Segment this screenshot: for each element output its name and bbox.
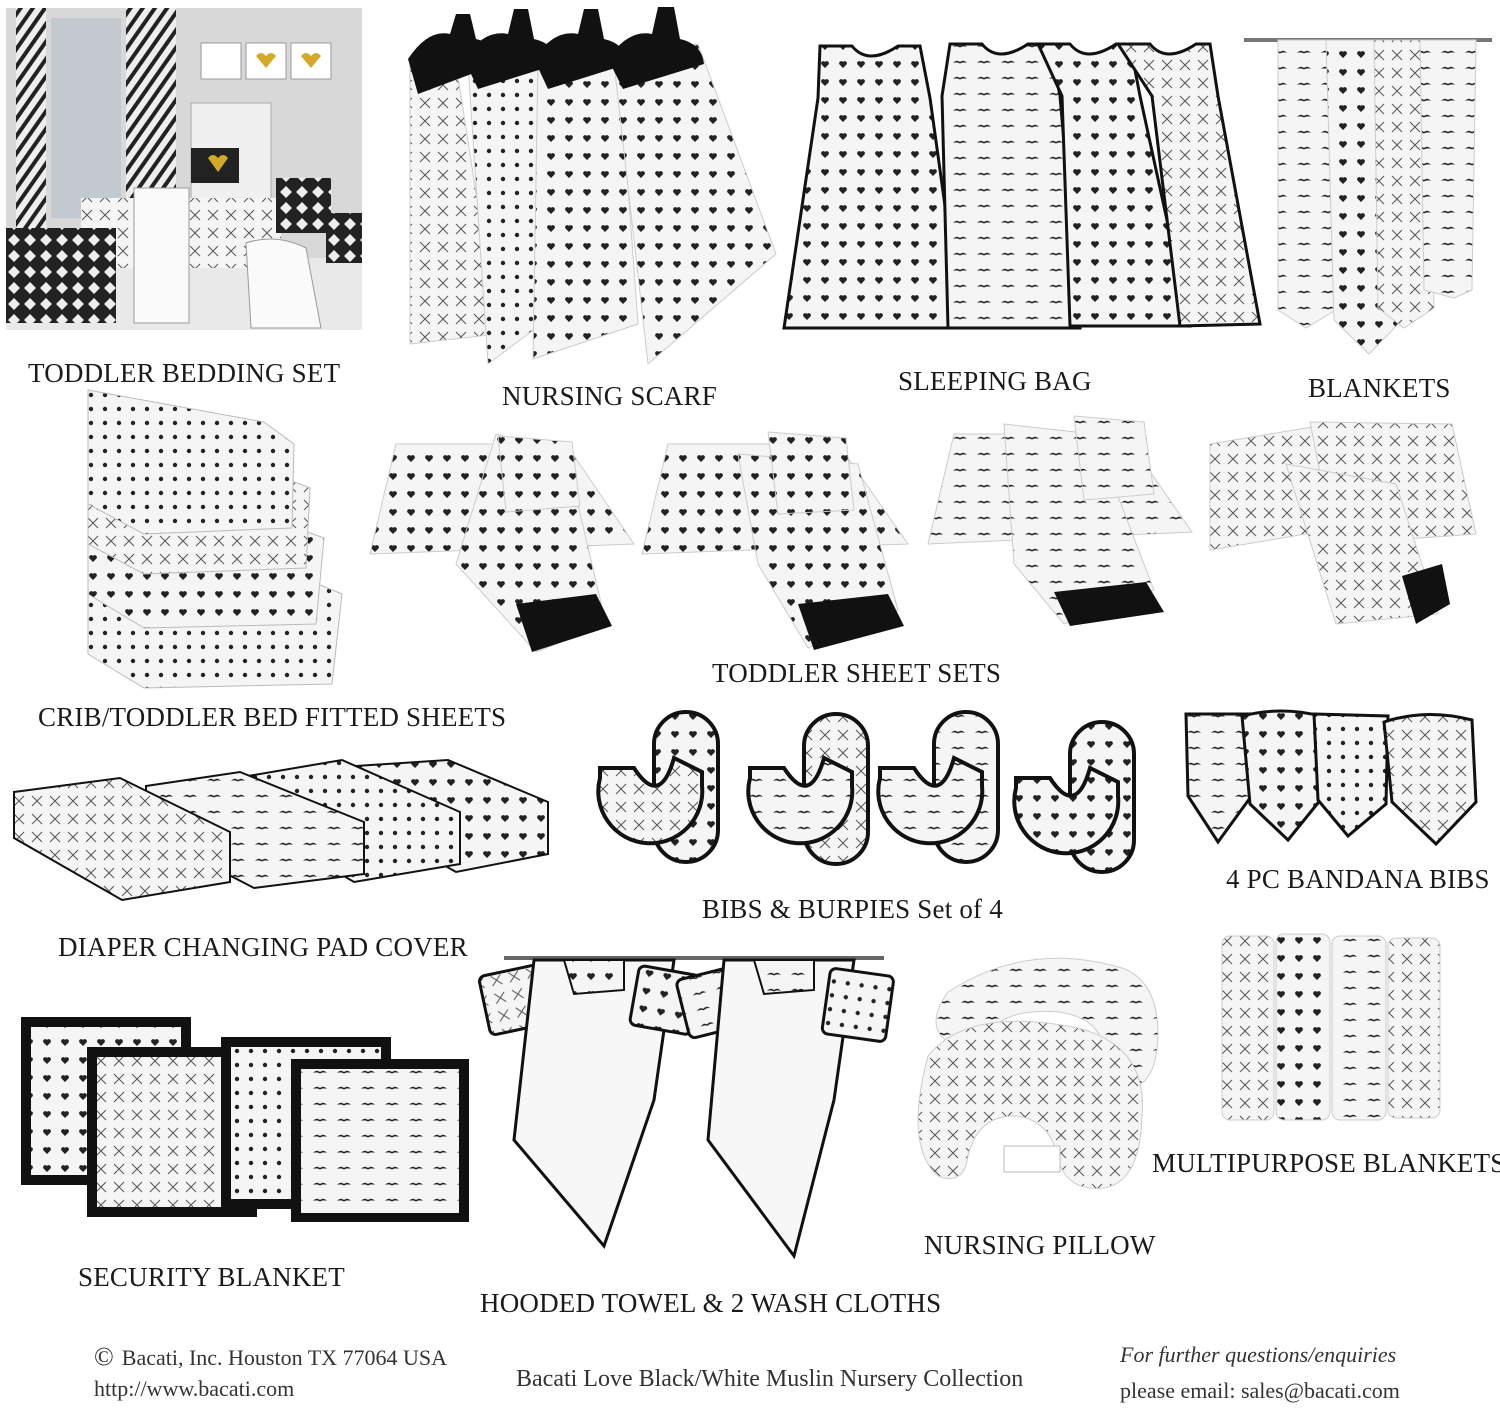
label-toddler-bedding-set: TODDLER BEDDING SET (28, 358, 341, 388)
label-bandana-bibs: 4 PC BANDANA BIBS (1226, 864, 1490, 894)
security-blanket-image (20, 1016, 470, 1222)
bandana-bibs-image (1182, 708, 1482, 848)
nursing-pillow-image (908, 946, 1168, 1198)
label-sleeping-bag: SLEEPING BAG (898, 366, 1092, 396)
label-toddler-sheet-sets: TODDLER SHEET SETS (712, 658, 1002, 688)
footer-website[interactable]: http://www.bacati.com (94, 1376, 295, 1401)
label-security-blanket: SECURITY BLANKET (78, 1262, 345, 1292)
footer-collection: Bacati Love Black/White Muslin Nursery C… (516, 1366, 1024, 1392)
label-bibs-burpies: BIBS & BURPIES Set of 4 (702, 894, 1003, 924)
hooded-towel-image (474, 950, 910, 1264)
sleeping-bag-image (780, 38, 1264, 336)
label-hooded-towel: HOODED TOWEL & 2 WASH CLOTHS (480, 1288, 942, 1318)
footer-email[interactable]: please email: sales@bacati.com (1120, 1378, 1400, 1403)
label-crib-fitted-sheets: CRIB/TODDLER BED FITTED SHEETS (38, 702, 507, 732)
toddler-bedding-set-photo (6, 8, 362, 330)
label-nursing-pillow: NURSING PILLOW (924, 1230, 1156, 1260)
toddler-sheet-sets-image (366, 414, 1482, 654)
multipurpose-blankets-image (1218, 932, 1444, 1124)
label-multipurpose-blankets: MULTIPURPOSE BLANKETS (1152, 1148, 1500, 1178)
copyright-icon: © (94, 1342, 114, 1371)
diaper-pad-cover-image (10, 756, 552, 902)
blankets-image (1244, 28, 1492, 360)
bibs-burpies-image (594, 708, 1142, 880)
footer-copyright: Bacati, Inc. Houston TX 77064 USA (121, 1345, 448, 1370)
footer-questions: For further questions/enquiries (1120, 1342, 1397, 1367)
nursing-scarf-image (398, 4, 780, 364)
footer-copyright-line: © Bacati, Inc. Houston TX 77064 USA (94, 1342, 447, 1372)
crib-fitted-sheets-image (84, 388, 346, 694)
label-blankets: BLANKETS (1308, 373, 1451, 403)
label-nursing-scarf: NURSING SCARF (502, 381, 717, 411)
label-diaper-pad-cover: DIAPER CHANGING PAD COVER (58, 932, 468, 962)
